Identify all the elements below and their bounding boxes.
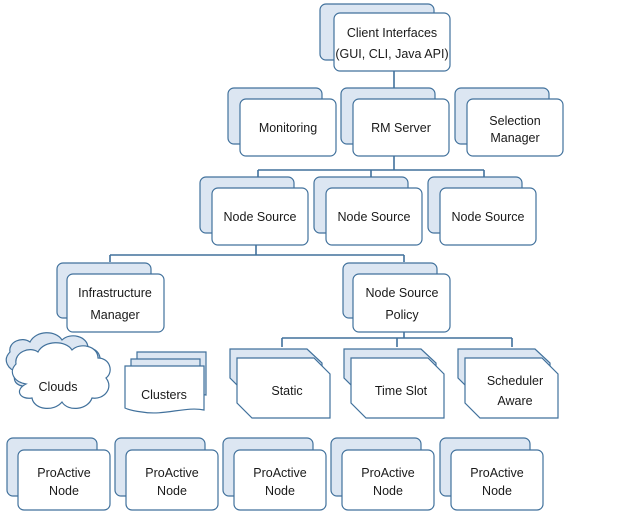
connector-rmserver-nodesources	[257, 155, 485, 178]
proactive-node-box-2: ProActive Node	[114, 437, 219, 511]
selection-manager-line2: Manager	[490, 131, 539, 145]
time-slot-label: Time Slot	[375, 384, 428, 398]
scheduler-aware-line2: Aware	[497, 394, 532, 408]
infrastructure-manager-box: Infrastructure Manager	[56, 262, 165, 333]
clusters-shape: Clusters	[124, 351, 207, 414]
proactive-node-line1: ProActive	[37, 466, 91, 480]
node-source-box-3: Node Source	[427, 176, 537, 246]
node-source-box-1: Node Source	[199, 176, 309, 246]
time-slot-box: Time Slot	[343, 348, 445, 419]
node-source-policy-line2: Policy	[385, 308, 419, 322]
scheduler-aware-line1: Scheduler	[487, 374, 543, 388]
proactive-node-line1: ProActive	[145, 466, 199, 480]
node-source-policy-box: Node Source Policy	[342, 262, 451, 333]
connector-nodesource-managers	[109, 243, 405, 262]
proactive-node-box-1: ProActive Node	[6, 437, 111, 511]
selection-manager-line1: Selection	[489, 114, 540, 128]
node-source-label-1: Node Source	[224, 210, 297, 224]
proactive-node-line2: Node	[265, 484, 295, 498]
infrastructure-manager-line2: Manager	[90, 308, 139, 322]
proactive-node-line2: Node	[373, 484, 403, 498]
static-box: Static	[229, 348, 331, 419]
proactive-node-line2: Node	[49, 484, 79, 498]
clouds-label: Clouds	[39, 380, 78, 394]
selection-manager-box: Selection Manager	[454, 87, 564, 157]
client-interfaces-box: Client Interfaces (GUI, CLI, Java API)	[319, 3, 451, 72]
scheduler-aware-box: Scheduler Aware	[457, 348, 559, 419]
proactive-node-box-3: ProActive Node	[222, 437, 327, 511]
node-source-policy-line1: Node Source	[366, 286, 439, 300]
clusters-label: Clusters	[141, 388, 187, 402]
rm-server-label: RM Server	[371, 121, 431, 135]
proactive-node-line2: Node	[157, 484, 187, 498]
client-interfaces-line1: Client Interfaces	[347, 26, 437, 40]
infrastructure-manager-line1: Infrastructure	[78, 286, 152, 300]
node-source-box-2: Node Source	[313, 176, 423, 246]
rm-server-box: RM Server	[340, 87, 450, 157]
node-source-label-2: Node Source	[338, 210, 411, 224]
proactive-node-line1: ProActive	[470, 466, 524, 480]
client-interfaces-line2: (GUI, CLI, Java API)	[335, 47, 448, 61]
node-source-label-3: Node Source	[452, 210, 525, 224]
proactive-node-line2: Node	[482, 484, 512, 498]
proactive-node-box-4: ProActive Node	[330, 437, 435, 511]
monitoring-box: Monitoring	[227, 87, 337, 157]
monitoring-label: Monitoring	[259, 121, 317, 135]
proactive-node-line1: ProActive	[253, 466, 307, 480]
clouds-shape: Clouds	[5, 332, 111, 409]
proactive-node-box-5: ProActive Node	[439, 437, 544, 511]
proactive-node-line1: ProActive	[361, 466, 415, 480]
static-label: Static	[271, 384, 302, 398]
